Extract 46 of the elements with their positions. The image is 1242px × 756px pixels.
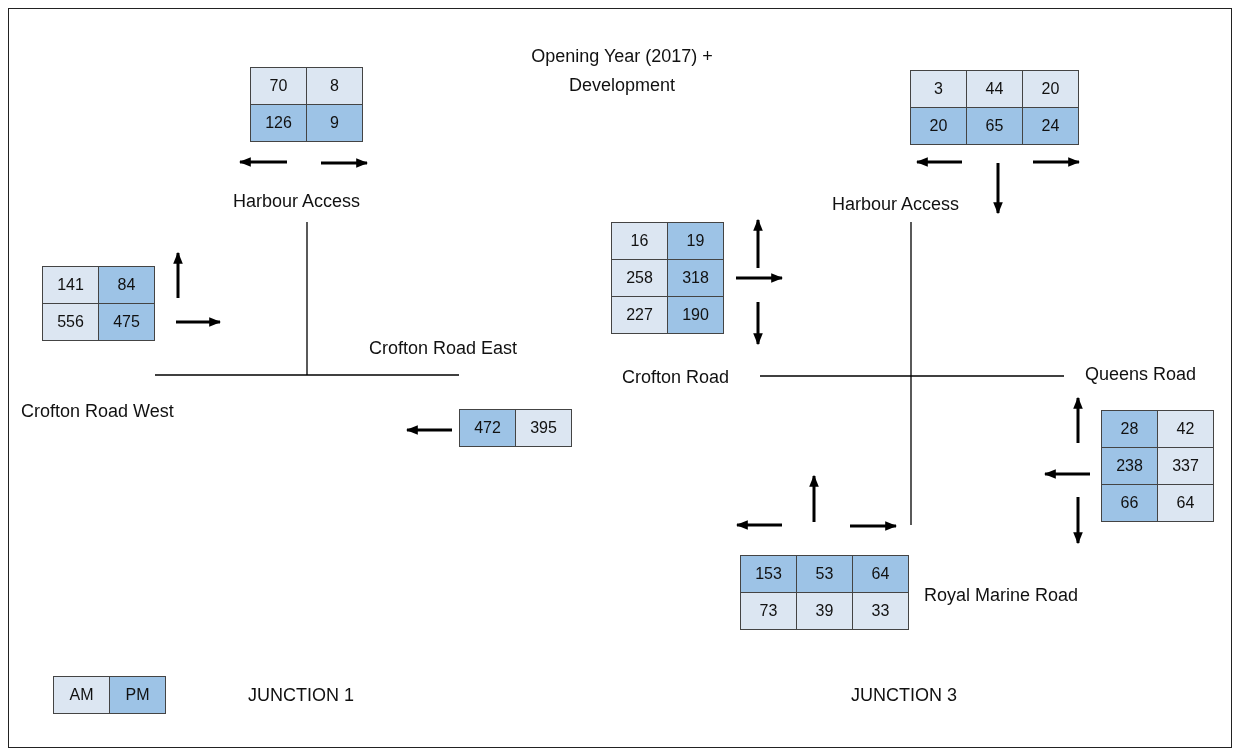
count-cell: 8: [306, 67, 363, 105]
count-cell: 556: [42, 303, 99, 341]
count-cell: 141: [42, 266, 99, 304]
count-cell: 65: [966, 107, 1023, 145]
junction-label: JUNCTION 3: [851, 684, 957, 706]
junction-label: JUNCTION 1: [248, 684, 354, 706]
count-cell: 153: [740, 555, 797, 593]
road-name: Crofton Road West: [21, 400, 174, 422]
count-cell: 53: [796, 555, 853, 593]
count-cell: 227: [611, 296, 668, 334]
road-name: Queens Road: [1085, 363, 1197, 385]
count-cell: 33: [852, 592, 909, 630]
count-cell: 190: [667, 296, 724, 334]
legend-key: PM: [109, 676, 166, 714]
count-cell: 19: [667, 222, 724, 260]
count-cell: 9: [306, 104, 363, 142]
count-cell: 20: [910, 107, 967, 145]
count-cell: 16: [611, 222, 668, 260]
count-cell: 24: [1022, 107, 1079, 145]
count-cell: 238: [1101, 447, 1158, 485]
road-name: Harbour Access: [233, 190, 361, 212]
road-name: Crofton Road East: [369, 337, 518, 359]
count-cell: 28: [1101, 410, 1158, 448]
count-cell: 472: [459, 409, 516, 447]
count-cell: 395: [515, 409, 572, 447]
count-cell: 64: [852, 555, 909, 593]
title: Opening Year (2017) + Development: [530, 45, 714, 97]
legend-key: AM: [53, 676, 110, 714]
count-cell: 42: [1157, 410, 1214, 448]
count-cell: 66: [1101, 484, 1158, 522]
count-cell: 20: [1022, 70, 1079, 108]
count-cell: 39: [796, 592, 853, 630]
count-cell: 475: [98, 303, 155, 341]
count-cell: 64: [1157, 484, 1214, 522]
count-cell: 70: [250, 67, 307, 105]
count-cell: 73: [740, 592, 797, 630]
count-cell: 3: [910, 70, 967, 108]
road-name: Crofton Road: [622, 366, 730, 388]
count-cell: 44: [966, 70, 1023, 108]
road-name: Royal Marine Road: [924, 584, 1079, 606]
count-cell: 318: [667, 259, 724, 297]
count-cell: 126: [250, 104, 307, 142]
count-cell: 337: [1157, 447, 1214, 485]
count-cell: 258: [611, 259, 668, 297]
road-name: Harbour Access: [832, 193, 960, 215]
count-cell: 84: [98, 266, 155, 304]
